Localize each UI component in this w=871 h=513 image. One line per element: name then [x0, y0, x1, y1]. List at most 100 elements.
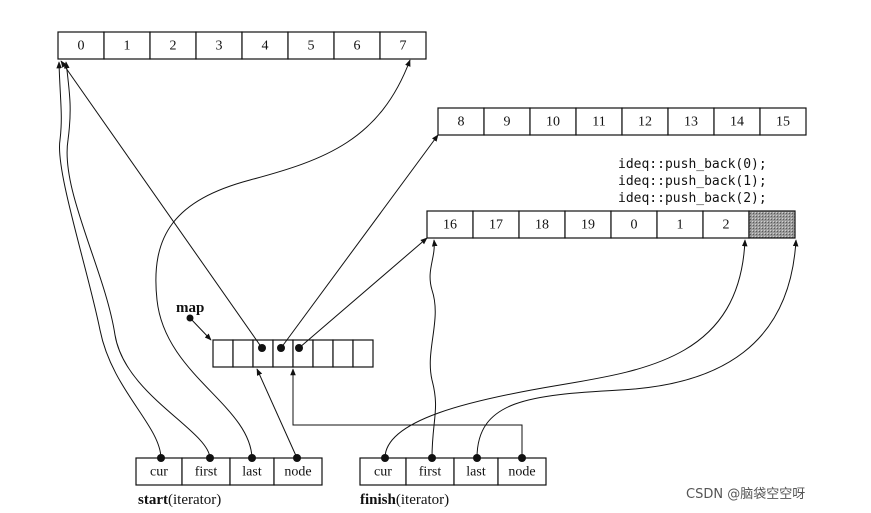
- buffer-cell: 13: [667, 107, 715, 136]
- map-to-buffer-0-arrow: [60, 60, 263, 349]
- buffer-cell: 2: [149, 31, 197, 60]
- iterator-field-label: last: [242, 465, 262, 480]
- buffer-cell: 15: [759, 107, 807, 136]
- buffer-cell-label: 7: [400, 39, 407, 54]
- buffer-cell: 7: [379, 31, 427, 60]
- buffer-cell-label: 15: [776, 115, 790, 130]
- map-slot: [232, 339, 254, 368]
- buffer-cell: 0: [610, 210, 658, 239]
- buffer-cell-label: 18: [535, 218, 549, 233]
- buffer-cell-label: 14: [730, 115, 744, 130]
- buffer-cell: 12: [621, 107, 669, 136]
- buffer-cell-label: 19: [581, 218, 595, 233]
- map-slot: [332, 339, 354, 368]
- buffer-cell: 10: [529, 107, 577, 136]
- buffer-cell: 14: [713, 107, 761, 136]
- finish-node-arrow: [290, 368, 523, 458]
- buffer-cell-label: 11: [592, 115, 605, 130]
- finish-iterator-caption: finish(iterator): [360, 492, 449, 508]
- buffer-cell-label: 1: [677, 218, 684, 233]
- buffer-cell: 9: [483, 107, 531, 136]
- buffer-cell: 5: [287, 31, 335, 60]
- buffer-cell-label: 6: [354, 39, 361, 54]
- iterator-field-label: node: [284, 465, 311, 480]
- buffer-cell-label: 0: [78, 39, 85, 54]
- buffer-cell: 19: [564, 210, 612, 239]
- buffer-cell: 1: [103, 31, 151, 60]
- buffer-cell-label: 13: [684, 115, 698, 130]
- start-first-arrow: [63, 61, 211, 459]
- map-slot: [312, 339, 334, 368]
- start-iterator-type: (iterator): [168, 492, 221, 508]
- map-label-arrow: [189, 317, 212, 341]
- map-label: map: [176, 300, 204, 316]
- iterator-field-label: first: [195, 465, 218, 480]
- map-slot: [252, 339, 274, 368]
- buffer-cell-shaded: [748, 210, 796, 239]
- start-iterator-name: start: [138, 492, 168, 508]
- finish-iterator: cur first last node: [359, 454, 547, 486]
- iterator-field-label: cur: [374, 465, 392, 480]
- buffer-cell: 8: [437, 107, 485, 136]
- finish-iterator-type: (iterator): [396, 492, 449, 508]
- iterator-field-label: cur: [150, 465, 168, 480]
- map-slot: [272, 339, 294, 368]
- buffer-cell: 4: [241, 31, 289, 60]
- buffer-cell-label: 12: [638, 115, 652, 130]
- buffer-cell-label: 2: [170, 39, 177, 54]
- push-back-code: ideq::push_back(0); ideq::push_back(1); …: [618, 157, 767, 206]
- start-iterator: cur first last node: [135, 454, 323, 486]
- iterator-field-node: node: [273, 457, 323, 486]
- buffer-cell: 18: [518, 210, 566, 239]
- buffer-cell: 2: [702, 210, 750, 239]
- map-array: [212, 339, 374, 368]
- buffer-cell-label: 2: [723, 218, 730, 233]
- buffer-cell-label: 5: [308, 39, 315, 54]
- iterator-field-label: node: [508, 465, 535, 480]
- buffer-cell: 16: [426, 210, 474, 239]
- start-iterator-caption: start(iterator): [138, 492, 221, 508]
- buffer-0: 0 1 2 3 4 5 6 7: [57, 31, 427, 60]
- buffer-cell-label: 10: [546, 115, 560, 130]
- code-line: ideq::push_back(0);: [618, 157, 767, 172]
- iterator-field-label: last: [466, 465, 486, 480]
- finish-first-arrow: [429, 239, 438, 459]
- start-cur-arrow: [56, 61, 162, 459]
- start-node-arrow: [256, 368, 298, 459]
- map-slot: [352, 339, 374, 368]
- buffer-cell-label: 4: [262, 39, 269, 54]
- iterator-field-first: first: [181, 457, 231, 486]
- buffer-cell-label: 8: [458, 115, 465, 130]
- start-last-arrow: [155, 59, 411, 459]
- iterator-field-last: last: [453, 457, 499, 486]
- buffer-cell: 0: [57, 31, 105, 60]
- finish-iterator-name: finish: [360, 492, 397, 508]
- buffer-cell: 3: [195, 31, 243, 60]
- iterator-field-first: first: [405, 457, 455, 486]
- buffer-1: 8 9 10 11 12 13 14 15: [437, 107, 807, 136]
- iterator-field-last: last: [229, 457, 275, 486]
- iterator-field-cur: cur: [359, 457, 407, 486]
- buffer-cell-label: 17: [489, 218, 503, 233]
- buffer-cell-label: 16: [443, 218, 457, 233]
- iterator-field-node: node: [497, 457, 547, 486]
- code-line: ideq::push_back(1);: [618, 174, 767, 189]
- finish-last-arrow: [476, 239, 799, 459]
- buffer-cell-label: 0: [631, 218, 638, 233]
- iterator-field-label: first: [419, 465, 442, 480]
- buffer-cell: 17: [472, 210, 520, 239]
- buffer-cell: 11: [575, 107, 623, 136]
- buffer-cell-label: 3: [216, 39, 223, 54]
- csdn-watermark: CSDN @脑袋空空呀: [686, 487, 805, 502]
- buffer-cell-label: 1: [124, 39, 131, 54]
- iterator-field-cur: cur: [135, 457, 183, 486]
- buffer-cell: 1: [656, 210, 704, 239]
- map-to-buffer-2-arrow: [298, 237, 428, 349]
- buffer-cell-label: 9: [504, 115, 511, 130]
- map-slot: [212, 339, 234, 368]
- code-line: ideq::push_back(2);: [618, 191, 767, 206]
- buffer-cell: 6: [333, 31, 381, 60]
- map-to-buffer-1-arrow: [280, 134, 439, 349]
- buffer-2: 16 17 18 19 0 1 2: [426, 210, 796, 239]
